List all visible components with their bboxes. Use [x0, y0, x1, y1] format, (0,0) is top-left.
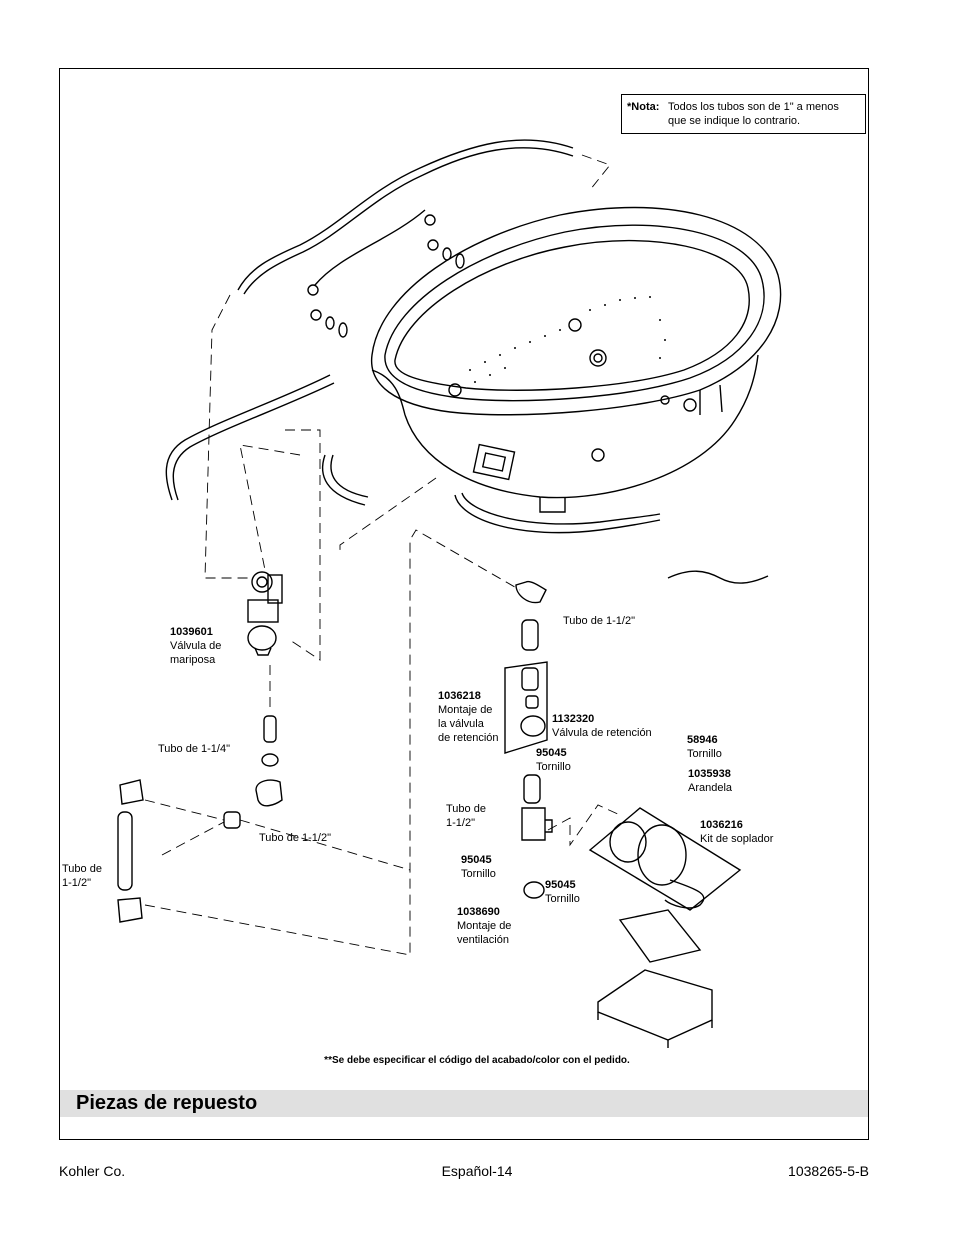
jet-fittings	[448, 318, 697, 462]
air-hose-left	[165, 374, 335, 501]
label-tubo-top: Tubo de 1-1/2"	[563, 614, 635, 628]
part-number: 1038690	[457, 906, 500, 918]
part-label-95045-a: 95045 Tornillo	[536, 746, 571, 774]
part-desc: de retención	[438, 732, 499, 744]
note-box: *Nota: Todos los tubos son de 1" a menos…	[621, 94, 866, 134]
part-number: 1035938	[688, 768, 731, 780]
part-desc: la válvula	[438, 718, 484, 730]
part-desc: mariposa	[170, 654, 216, 666]
section-header-bar: Piezas de repuesto	[60, 1090, 868, 1117]
label-tubo-right: Tubo de 1-1/2"	[446, 802, 486, 830]
part-number: 1132320	[552, 713, 595, 725]
part-label-1132320: 1132320 Válvula de retención	[552, 712, 652, 740]
part-desc: Tubo de 1-1/2"	[563, 615, 635, 627]
part-desc: Kit de soplador	[700, 833, 774, 845]
check-valve-assembly	[504, 580, 553, 899]
finish-code-note: **Se debe especificar el código del acab…	[324, 1055, 630, 1066]
label-tubo-left: Tubo de 1-1/2"	[62, 862, 102, 890]
footer-page-number: Español-14	[441, 1163, 513, 1179]
part-desc: Tubo de	[446, 803, 486, 815]
part-label-1036216: 1036216 Kit de soplador	[700, 818, 773, 846]
curved-hose	[454, 492, 661, 534]
butterfly-valve	[247, 571, 283, 656]
label-tubo-1-1-4: Tubo de 1-1/4"	[158, 742, 230, 756]
air-jet-dots	[469, 296, 666, 383]
note-line: que se indique lo contrario.	[668, 115, 801, 127]
part-desc: 1-1/2"	[62, 877, 91, 889]
part-desc: ventilación	[457, 934, 509, 946]
part-label-1039601: 1039601 Válvula de mariposa	[170, 625, 221, 667]
footer-doc-number: 1038265-5-B	[788, 1163, 869, 1179]
part-desc: Tornillo	[545, 893, 580, 905]
part-desc: Tubo de 1-1/4"	[158, 743, 230, 755]
label-tubo-mid: Tubo de 1-1/2"	[259, 831, 331, 845]
section-title: Piezas de repuesto	[76, 1092, 258, 1114]
blower-assembly	[588, 807, 742, 1048]
bathtub-illustration	[370, 206, 782, 513]
part-desc: Tubo de 1-1/2"	[259, 832, 331, 844]
part-number: 1036216	[700, 819, 743, 831]
part-number: 95045	[536, 747, 567, 759]
part-desc: Tornillo	[461, 868, 496, 880]
part-number: 95045	[461, 854, 492, 866]
part-label-58946: 58946 Tornillo	[687, 733, 722, 761]
part-desc: Válvula de retención	[552, 727, 652, 739]
part-number: 95045	[545, 879, 576, 891]
part-desc: Tornillo	[687, 748, 722, 760]
part-desc: Montaje de	[457, 920, 512, 932]
note-label: *Nota:	[627, 101, 660, 113]
part-desc: 1-1/2"	[446, 817, 475, 829]
fittings-top	[307, 209, 465, 338]
part-desc: Arandela	[688, 782, 733, 794]
note-line: Todos los tubos son de 1" a menos	[668, 101, 839, 113]
part-number: 1039601	[170, 626, 213, 638]
part-label-95045-b: 95045 Tornillo	[461, 853, 496, 881]
part-number: 1036218	[438, 690, 481, 702]
part-number: 58946	[687, 734, 718, 746]
part-desc: Válvula de	[170, 640, 222, 652]
dashed-leaders	[144, 154, 621, 956]
page-frame	[59, 68, 869, 1140]
part-desc: Tornillo	[536, 761, 571, 773]
part-label-95045-c: 95045 Tornillo	[545, 878, 580, 906]
footer-company: Kohler Co.	[59, 1163, 126, 1179]
air-hose-top	[237, 139, 574, 295]
part-label-1036218: 1036218 Montaje de la válvula de retenci…	[438, 689, 499, 745]
break-line	[667, 570, 769, 584]
part-desc: Montaje de	[438, 704, 493, 716]
part-label-1035938: 1035938 Arandela	[688, 767, 732, 795]
part-desc: Tubo de	[62, 863, 102, 875]
part-label-1038690: 1038690 Montaje de ventilación	[457, 905, 511, 947]
short-hose	[321, 454, 369, 506]
